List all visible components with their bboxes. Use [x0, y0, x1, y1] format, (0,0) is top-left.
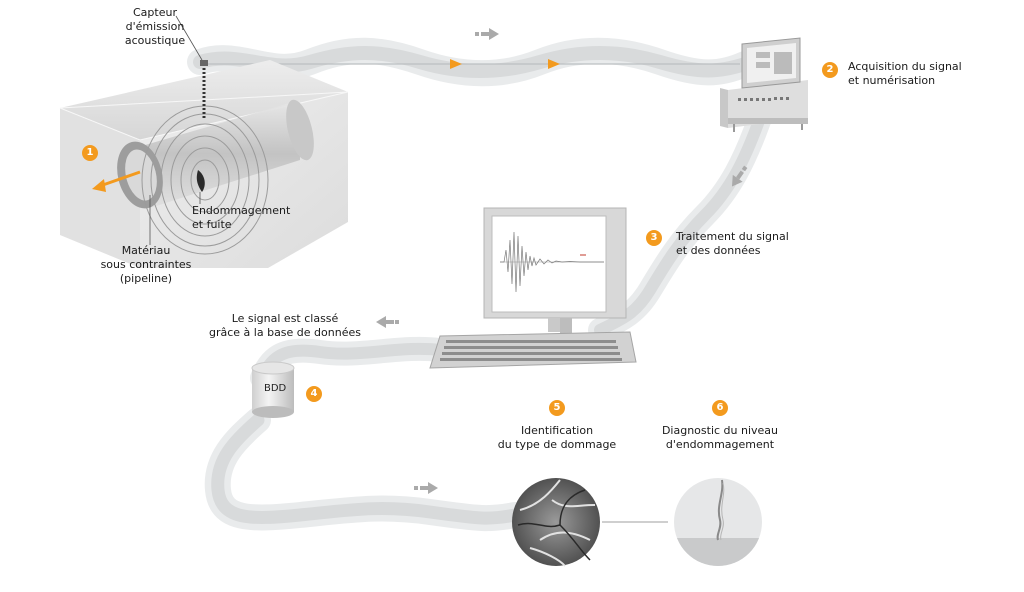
stress-arrow [99, 170, 141, 188]
flow-band [187, 37, 772, 532]
direction-arrow-left [376, 316, 399, 328]
step-badge-3: 3 [646, 230, 662, 246]
diagnosis-label: Diagnostic du niveau d'endommagement [661, 424, 779, 451]
sensor-label: Capteur d'émission acoustique [124, 6, 186, 47]
step-badge-6: 6 [712, 400, 728, 416]
leader-lines [149, 15, 203, 245]
step-badge-4: 4 [306, 386, 322, 402]
signal-waveform [500, 231, 604, 293]
sensor-icon [200, 60, 208, 66]
identification-label: Identification du type de dommage [497, 424, 617, 451]
flow-arrows [376, 28, 748, 494]
step-badge-2: 2 [822, 62, 838, 78]
acquisition-device [720, 37, 808, 132]
direction-arrow-right [475, 28, 499, 40]
computer [429, 207, 637, 369]
database-label: BDD [264, 383, 287, 394]
diagnosis-crack-image [674, 478, 762, 566]
keyboard [429, 331, 637, 369]
database-cylinder [251, 361, 295, 418]
step-badge-1: 1 [82, 145, 98, 161]
processing-label: Traitement du signal et des données [676, 230, 789, 257]
flow-arrow-orange [450, 59, 462, 69]
monitor-screen [491, 215, 607, 313]
leak-icon [196, 170, 205, 192]
material-block [59, 60, 349, 268]
classification-label: Le signal est classé grâce à la base de … [209, 312, 361, 339]
acquisition-label: Acquisition du signal et numérisation [848, 60, 962, 87]
damage-label: Endommagement et fuite [192, 204, 291, 231]
flow-arrow-orange [548, 59, 560, 69]
material-label: Matériau sous contraintes (pipeline) [100, 244, 192, 285]
step-badge-5: 5 [549, 400, 565, 416]
damage-micrograph [512, 478, 600, 567]
direction-arrow-down-left [731, 165, 748, 187]
direction-arrow-right [414, 482, 438, 494]
